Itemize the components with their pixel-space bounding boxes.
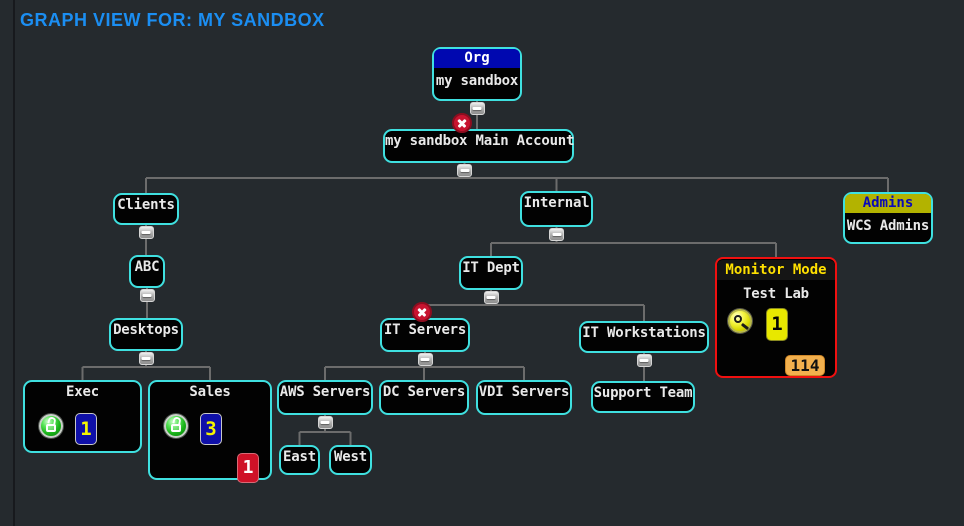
collapse-button-org[interactable]	[469, 102, 485, 115]
magnifier-icon	[728, 309, 752, 333]
collapse-button-it-workstations[interactable]	[636, 354, 652, 367]
node-label: East	[283, 449, 316, 465]
node-label: IT Dept	[462, 260, 520, 276]
lock-open-icon	[164, 414, 188, 438]
collapse-button-internal[interactable]	[549, 228, 564, 241]
collapse-button-abc[interactable]	[139, 289, 155, 302]
count-badge: 1	[75, 413, 97, 445]
node-label: Sales	[189, 384, 231, 400]
collapse-button-desktops[interactable]	[138, 352, 154, 365]
node-label: ABC	[134, 259, 160, 275]
node-it-servers[interactable]: IT Servers	[380, 318, 470, 352]
error-icon	[412, 302, 432, 322]
collapse-button-aws-servers[interactable]	[317, 416, 333, 429]
panel-divider	[13, 0, 15, 526]
count-badge: 3	[200, 413, 222, 445]
collapse-button-main-account[interactable]	[457, 164, 472, 177]
node-header: Admins	[845, 194, 931, 213]
node-label: West	[334, 449, 367, 465]
lock-open-icon	[39, 414, 63, 438]
node-label: my sandbox	[435, 73, 519, 89]
node-label: Clients	[117, 197, 175, 213]
node-east[interactable]: East	[279, 445, 320, 475]
node-label: Support Team	[593, 385, 693, 401]
node-main-account[interactable]: my sandbox Main Account	[383, 129, 574, 163]
node-header: Org	[434, 49, 520, 68]
collapse-button-it-servers[interactable]	[417, 353, 433, 366]
node-label: Desktops	[113, 322, 179, 338]
total-badge: 114	[785, 355, 825, 376]
node-desktops[interactable]: Desktops	[109, 318, 183, 351]
node-label: AWS Servers	[279, 384, 371, 400]
collapse-button-clients[interactable]	[138, 226, 154, 239]
monitor-mode-label: Monitor Mode	[717, 260, 835, 280]
node-internal[interactable]: Internal	[520, 191, 593, 227]
node-dc-servers[interactable]: DC Servers	[379, 380, 469, 415]
node-clients[interactable]: Clients	[113, 193, 179, 225]
node-label: DC Servers	[382, 384, 466, 400]
node-aws-servers[interactable]: AWS Servers	[277, 380, 373, 415]
node-exec[interactable]: Exec 1	[23, 380, 142, 453]
node-label: Test Lab	[743, 286, 809, 302]
error-icon	[451, 113, 472, 133]
count-badge: 1	[766, 308, 788, 341]
node-vdi-servers[interactable]: VDI Servers	[476, 380, 572, 415]
node-it-workstations[interactable]: IT Workstations	[579, 321, 709, 353]
collapse-button-it-dept[interactable]	[483, 291, 499, 304]
node-support-team[interactable]: Support Team	[591, 381, 695, 413]
node-label: IT Workstations	[582, 325, 706, 341]
node-label: my sandbox Main Account	[385, 133, 575, 149]
node-west[interactable]: West	[329, 445, 372, 475]
node-it-dept[interactable]: IT Dept	[459, 256, 523, 290]
node-abc[interactable]: ABC	[129, 255, 165, 288]
node-label: VDI Servers	[478, 384, 570, 400]
node-label: IT Servers	[383, 322, 467, 338]
node-label: WCS Admins	[846, 218, 930, 234]
node-org[interactable]: Org my sandbox	[432, 47, 522, 101]
page-title: GRAPH VIEW FOR: MY SANDBOX	[20, 10, 325, 30]
alert-badge: 1	[237, 453, 259, 483]
node-label: Exec	[66, 384, 99, 400]
node-label: Internal	[523, 195, 590, 211]
